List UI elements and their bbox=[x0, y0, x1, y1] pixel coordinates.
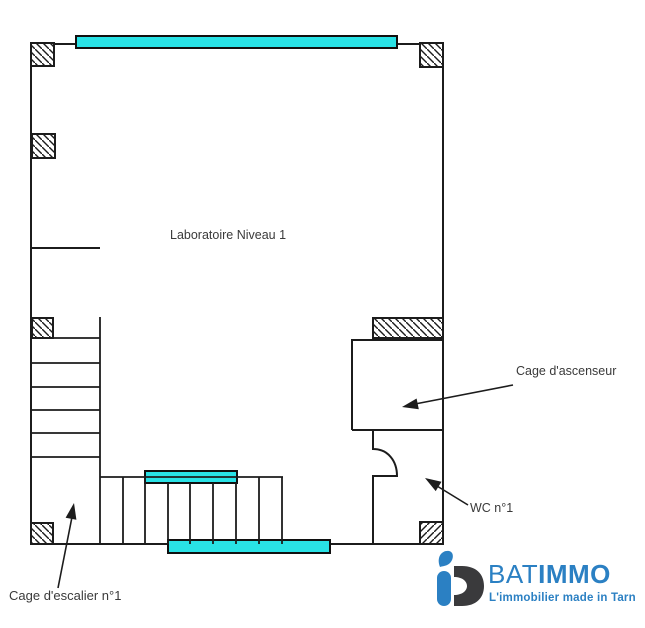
wc-label: WC n°1 bbox=[470, 501, 514, 515]
staircase bbox=[31, 317, 283, 544]
column-top-left bbox=[30, 42, 55, 67]
window-bottom bbox=[167, 539, 331, 554]
batimmo-tagline: L'immobilier made in Tarn bbox=[489, 592, 636, 604]
batimmo-logo: BATIMMO L'immobilier made in Tarn bbox=[435, 548, 640, 614]
column-elevator-head bbox=[372, 317, 444, 339]
elevator-label: Cage d'ascenseur bbox=[516, 364, 617, 378]
brand-text-immo: IMMO bbox=[538, 559, 611, 589]
arrow-stairwell bbox=[57, 503, 77, 589]
column-bottom-right bbox=[419, 521, 444, 545]
arrow-elevator bbox=[402, 384, 514, 410]
batimmo-wordmark: BATIMMO bbox=[488, 561, 611, 587]
column-top-right bbox=[419, 42, 444, 68]
annotation-arrows bbox=[57, 384, 514, 589]
hatched-columns bbox=[30, 42, 444, 545]
brand-text-bat: BAT bbox=[488, 559, 539, 589]
window-top bbox=[75, 35, 398, 49]
column-left-mid bbox=[31, 133, 56, 159]
elevator-shaft bbox=[351, 339, 443, 431]
wc-partition-door bbox=[372, 430, 399, 544]
column-stair-top bbox=[31, 317, 54, 339]
column-bottom-left bbox=[30, 522, 54, 545]
arrow-wc bbox=[425, 478, 469, 506]
exterior-walls bbox=[30, 43, 444, 545]
stairwell-label: Cage d'escalier n°1 bbox=[9, 588, 122, 603]
batimmo-logo-icon bbox=[437, 550, 484, 606]
window-glazing bbox=[75, 35, 398, 554]
room-label: Laboratoire Niveau 1 bbox=[170, 228, 287, 242]
